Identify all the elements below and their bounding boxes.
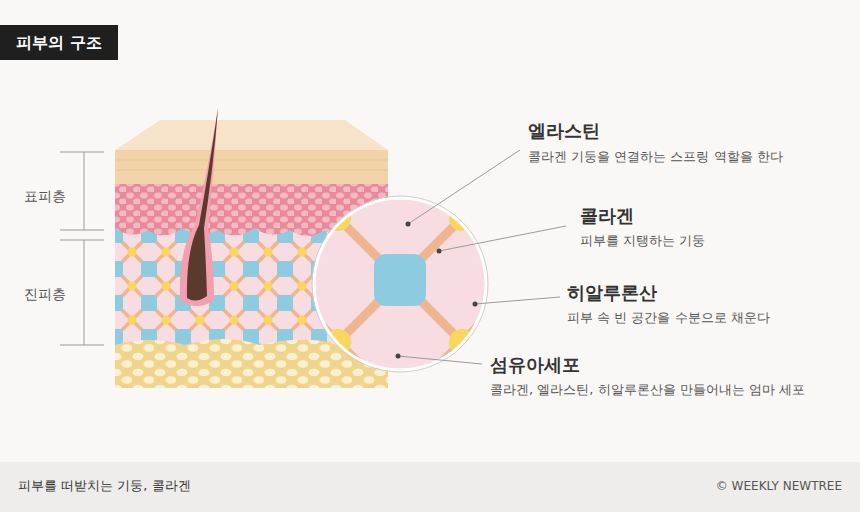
part-name: 콜라겐 bbox=[580, 205, 634, 227]
layer-label: 표피층 bbox=[24, 188, 66, 205]
part-description: 피부를 지탱하는 기둥 bbox=[580, 233, 705, 249]
part-description: 콜라겐 기둥을 연결하는 스프링 역할을 한다 bbox=[528, 149, 783, 165]
caption: 피부를 떠받치는 기둥, 콜라겐 bbox=[18, 478, 191, 494]
layer-label: 진피층 bbox=[24, 286, 66, 303]
part-name: 엘라스틴 bbox=[528, 120, 600, 142]
watermark: © WEEKLY NEWTREE bbox=[716, 479, 842, 493]
title: 피부의 구조 bbox=[16, 33, 102, 52]
part-description: 콜라겐, 엘라스틴, 히알루론산을 만들어내는 엄마 세포 bbox=[490, 382, 805, 398]
part-description: 피부 속 빈 공간을 수분으로 채운다 bbox=[567, 310, 770, 326]
part-name: 히알루론산 bbox=[567, 282, 657, 304]
part-name: 섬유아세포 bbox=[490, 354, 580, 376]
